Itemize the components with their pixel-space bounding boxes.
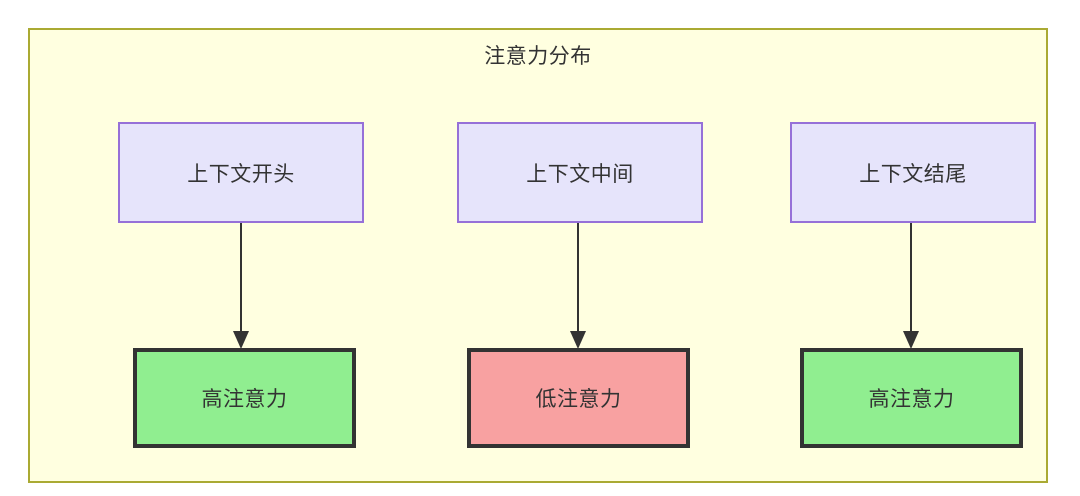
diagram-title: 注意力分布 [484,45,592,68]
edge-context-middle-to-low-attention [566,223,590,349]
node-context-start[interactable]: 上下文开头 [118,122,364,223]
edge-context-end-to-high-attention [899,223,923,349]
node-high-attention-start[interactable]: 高注意力 [133,348,356,448]
node-low-attention-middle[interactable]: 低注意力 [467,348,690,448]
node-context-end[interactable]: 上下文结尾 [790,122,1036,223]
attention-distribution-cluster: 注意力分布 上下文开头 上下文中间 上下文结尾 高注意力 低注 [28,28,1048,483]
arrow-down-icon [233,223,249,349]
node-high-attention-end[interactable]: 高注意力 [800,348,1023,448]
arrow-down-icon [903,223,919,349]
node-context-middle[interactable]: 上下文中间 [457,122,703,223]
arrow-down-icon [570,223,586,349]
edge-context-start-to-high-attention [229,223,253,349]
